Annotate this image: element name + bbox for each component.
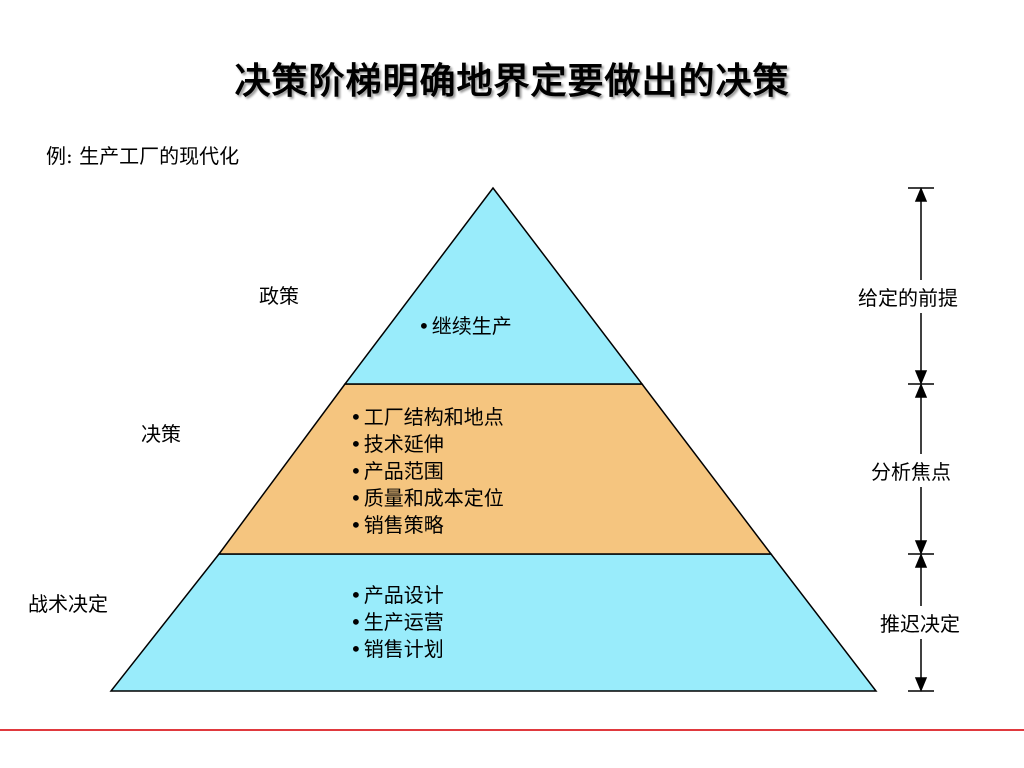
list-item: 工厂结构和地点 bbox=[350, 404, 504, 431]
level-label-tactical: 战术决定 bbox=[28, 592, 108, 616]
pyramid-tier-top bbox=[343, 186, 644, 385]
list-item: 销售策略 bbox=[350, 512, 504, 539]
list-item: 继续生产 bbox=[418, 313, 512, 340]
tier-top-items: 继续生产 bbox=[418, 313, 512, 340]
right-label-premises: 给定的前提 bbox=[858, 280, 958, 313]
list-item: 销售计划 bbox=[350, 636, 444, 663]
example-subtitle: 例: 生产工厂的现代化 bbox=[46, 144, 240, 168]
right-label-focus: 分析焦点 bbox=[871, 454, 951, 487]
page-title: 决策阶梯明确地界定要做出的决策 bbox=[234, 61, 790, 102]
level-label-decision: 决策 bbox=[141, 422, 181, 446]
footer-divider bbox=[0, 729, 1024, 731]
list-item: 产品设计 bbox=[350, 582, 444, 609]
list-item: 质量和成本定位 bbox=[350, 485, 504, 512]
level-label-policy: 政策 bbox=[259, 284, 299, 308]
list-item: 技术延伸 bbox=[350, 431, 504, 458]
list-item: 产品范围 bbox=[350, 458, 504, 485]
tier-bottom-items: 产品设计 生产运营 销售计划 bbox=[350, 582, 444, 663]
pyramid-tier-bottom bbox=[109, 553, 878, 692]
right-label-deferred: 推迟决定 bbox=[880, 606, 960, 639]
list-item: 生产运营 bbox=[350, 609, 444, 636]
tier-middle-items: 工厂结构和地点 技术延伸 产品范围 质量和成本定位 销售策略 bbox=[350, 404, 504, 539]
